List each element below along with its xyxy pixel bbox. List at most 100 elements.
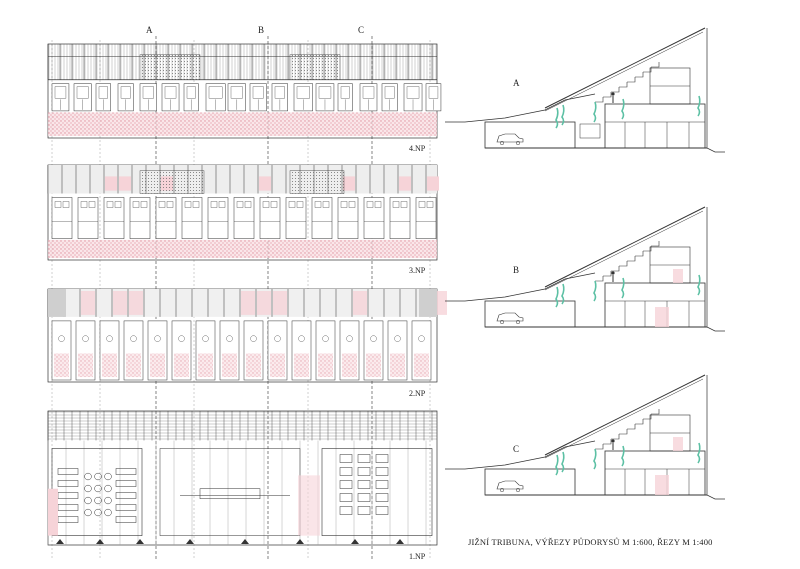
table [84, 496, 92, 505]
room-fixture [186, 86, 196, 99]
stand-step [611, 266, 620, 272]
vegetation [697, 442, 701, 464]
red-zone [126, 353, 141, 378]
entrance-marker [96, 539, 104, 544]
bathroom [348, 201, 356, 208]
stand-step [595, 276, 604, 282]
pink-bay [241, 291, 255, 315]
stand-step [619, 261, 628, 267]
table [357, 480, 371, 489]
stand-step [643, 246, 652, 252]
bathroom [218, 201, 226, 208]
stand-step [635, 251, 644, 257]
fixture [82, 335, 89, 342]
vegetation [593, 101, 597, 123]
section-drawing [445, 206, 725, 332]
room-cell [315, 83, 335, 112]
room-fixture [296, 86, 310, 99]
stand-step [635, 419, 644, 425]
bathroom [426, 201, 434, 208]
gray-corner [419, 289, 437, 317]
room-cell [359, 83, 378, 112]
bench [57, 468, 79, 475]
stand-step [603, 439, 612, 445]
bathroom [192, 201, 200, 208]
stand-step [643, 67, 652, 73]
room-fixture [54, 86, 67, 99]
table [104, 496, 112, 505]
red-zone [318, 353, 333, 378]
person [611, 92, 615, 96]
floor-plan [47, 43, 442, 139]
seating-band [48, 44, 437, 80]
room-fixture [252, 86, 264, 99]
red-zone [54, 353, 69, 378]
table [339, 467, 353, 476]
room-cell [183, 83, 199, 112]
room-cell [293, 83, 313, 112]
bathroom [132, 201, 140, 208]
room-cell [117, 83, 134, 112]
table [357, 467, 371, 476]
stair-block [139, 54, 201, 80]
table [84, 472, 92, 481]
bench [57, 480, 79, 487]
room-fixture [98, 86, 108, 99]
apartment-unit [337, 197, 359, 239]
section-drawing [445, 27, 725, 153]
apartment-unit [103, 197, 125, 239]
table [357, 454, 371, 463]
floor-plan [47, 410, 438, 546]
stand-step [611, 434, 620, 440]
vegetation [555, 286, 559, 308]
entrance-marker [56, 539, 64, 544]
entrance-marker [186, 539, 194, 544]
fixture [274, 335, 281, 342]
stand-step [603, 92, 612, 98]
pink-stair [655, 307, 669, 327]
section-label-b: B [513, 265, 520, 275]
room-fixture [340, 86, 350, 99]
room-fixture [230, 86, 243, 99]
car-wheel [515, 140, 521, 146]
room-fixture [384, 86, 395, 99]
pink-bay [81, 291, 95, 315]
bathroom [88, 201, 96, 208]
fixture [250, 335, 257, 342]
bathroom [262, 201, 270, 208]
pink-bay [119, 176, 131, 191]
axis-label-c: C [358, 25, 365, 35]
red-zone [78, 353, 93, 378]
bathroom [106, 201, 114, 208]
table [375, 480, 389, 489]
pink-stair [673, 269, 683, 283]
table [357, 493, 371, 502]
person [611, 271, 615, 275]
room-fixture [120, 86, 131, 99]
stand-step [651, 409, 660, 415]
floor-plan [47, 164, 439, 261]
bathroom [340, 201, 348, 208]
bench [115, 504, 137, 511]
red-zone [222, 353, 237, 378]
bathroom [80, 201, 88, 208]
fixture [346, 335, 353, 342]
room-cell [205, 83, 226, 112]
terrain-line [445, 93, 596, 123]
vegetation [561, 451, 565, 473]
parking-level [484, 121, 576, 149]
pink-bay [427, 176, 439, 191]
roof-slope [544, 374, 706, 456]
table [94, 508, 102, 517]
parking-level [484, 300, 576, 328]
car-wheel [515, 487, 521, 493]
vegetation [697, 95, 701, 117]
vegetation [593, 448, 597, 470]
floor-label-2np: 2.NP [409, 389, 426, 398]
apartment-unit [311, 197, 333, 239]
fixture [106, 335, 113, 342]
floor-plan [47, 288, 447, 383]
table [339, 506, 353, 515]
car [496, 133, 524, 143]
section-label-a: A [513, 78, 520, 88]
